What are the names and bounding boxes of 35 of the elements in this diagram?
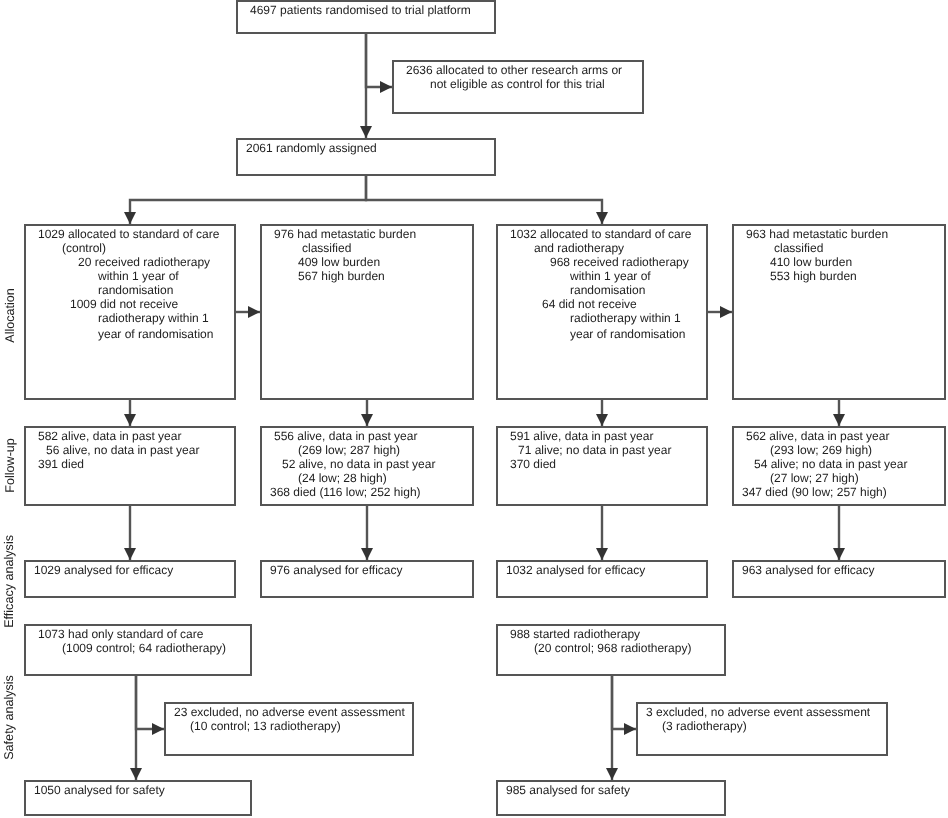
process-box xyxy=(236,0,496,34)
process-box xyxy=(24,224,236,400)
arrow xyxy=(833,506,845,560)
arrow xyxy=(236,306,260,318)
arrow xyxy=(124,400,136,426)
process-box xyxy=(260,224,474,400)
arrow xyxy=(596,506,608,560)
process-box xyxy=(496,426,708,506)
process-box xyxy=(260,426,474,506)
process-box xyxy=(496,224,708,400)
exclusion-box xyxy=(164,702,414,756)
exclusion-box xyxy=(636,702,888,756)
process-box xyxy=(24,426,236,506)
process-box xyxy=(24,780,252,816)
process-box xyxy=(496,780,726,816)
arrow xyxy=(361,400,373,426)
process-box xyxy=(260,560,474,598)
process-box xyxy=(24,560,236,598)
process-box xyxy=(236,138,496,176)
process-box xyxy=(24,624,252,676)
arrow xyxy=(361,506,373,560)
exclusion-box xyxy=(392,60,644,114)
arrow xyxy=(134,676,164,735)
process-box xyxy=(732,224,946,400)
arrow xyxy=(596,400,608,426)
process-box xyxy=(496,560,708,598)
process-box xyxy=(732,426,946,506)
arrow xyxy=(364,176,608,224)
arrow xyxy=(124,506,136,560)
arrow xyxy=(364,34,392,93)
process-box xyxy=(496,624,726,676)
arrow xyxy=(708,306,732,318)
arrow xyxy=(610,676,636,735)
process-box xyxy=(732,560,946,598)
arrow xyxy=(833,400,845,426)
